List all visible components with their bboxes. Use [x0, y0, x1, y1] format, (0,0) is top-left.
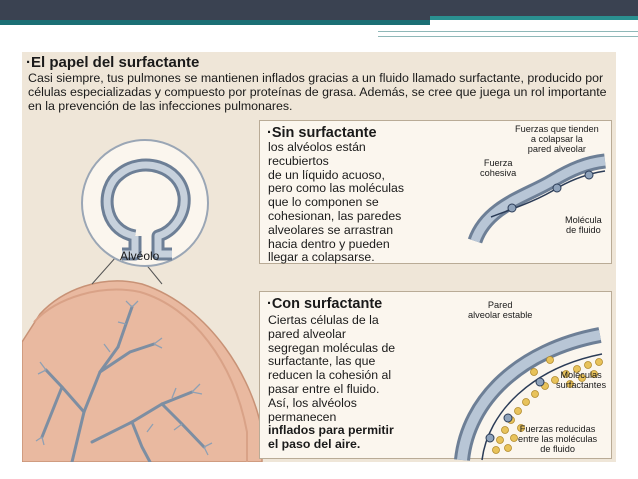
label-fluid-molecule: Molécula de fluido — [565, 215, 602, 235]
label-stable-wall: Pared alveolar estable — [468, 300, 533, 320]
panel-title: ·Con surfactante — [267, 296, 383, 312]
collapsing-wall-diagram — [467, 153, 607, 244]
surfactant-infographic: ·El papel del surfactante Casi siempre, … — [22, 52, 616, 462]
header-divider-line — [378, 36, 638, 37]
label-reduced-forces: Fuerzas reducidas entre las moléculas de… — [518, 424, 598, 454]
header-bar — [0, 0, 638, 20]
panel-with-surfactant: ·Con surfactante Ciertas células de la p… — [259, 291, 612, 462]
header-accent-bar-right — [430, 16, 638, 20]
infographic-title: ·El papel del surfactante — [26, 54, 200, 71]
panel-body: los alvéolos están recubiertos de un líq… — [268, 140, 405, 265]
panel-without-surfactant: ·Sin surfactante los alvéolos están recu… — [259, 120, 612, 264]
header-accent-bar — [0, 20, 430, 25]
lung-illustration — [22, 256, 263, 462]
label-surfactant-molecules: Moléculas surfactantes — [556, 370, 607, 390]
alveolus-label: Alvéolo — [120, 249, 160, 263]
panel-body: Ciertas células de la pared alveolar seg… — [268, 313, 396, 452]
label-cohesive-force: Fuerza cohesiva — [480, 158, 517, 178]
alveolus-zoom-circle — [81, 139, 209, 267]
intro-paragraph: Casi siempre, tus pulmones se mantienen … — [28, 71, 607, 113]
panel-title: ·Sin surfactante — [267, 125, 377, 141]
label-collapse-forces: Fuerzas que tienden a colapsar la pared … — [515, 124, 599, 154]
stable-wall-diagram — [454, 327, 603, 462]
header-divider-line — [378, 31, 638, 32]
